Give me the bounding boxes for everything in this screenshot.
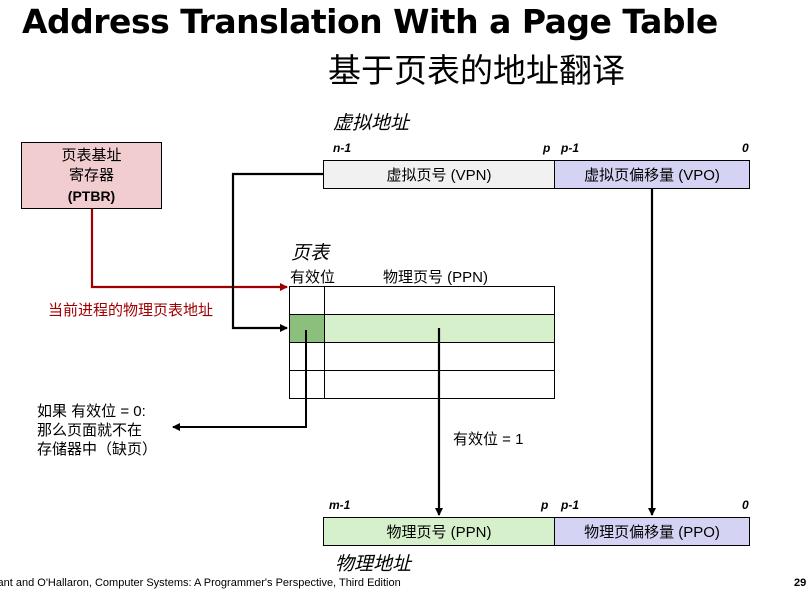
page-table-label: 页表	[291, 242, 330, 264]
ppo-field: 物理页偏移量 (PPO)	[554, 517, 750, 546]
page-fault-line-1: 如果 有效位 = 0:	[37, 403, 146, 420]
pa-bit-p: p	[541, 498, 549, 512]
va-bit-p: p	[543, 141, 551, 155]
va-bit-zero: 0	[742, 141, 749, 155]
title-english: Address Translation With a Page Table	[22, 2, 718, 41]
ptbr-to-table-arrow	[90, 209, 288, 291]
vpo-field: 虚拟页偏移量 (VPO)	[554, 160, 750, 189]
ptbr-line-2: 寄存器	[68, 166, 114, 184]
pa-bit-zero: 0	[742, 498, 749, 512]
ppn-field: 物理页号 (PPN)	[323, 517, 555, 546]
title-chinese: 基于页表的地址翻译	[328, 51, 625, 90]
ptbr-register: 页表基址 寄存器 (PTBR)	[21, 142, 162, 209]
va-bit-high: n-1	[333, 141, 351, 155]
current-process-label: 当前进程的物理页表地址	[48, 302, 214, 319]
page-fault-note: 如果 有效位 = 0: 那么页面就不在 存储器中（缺页）	[37, 402, 157, 459]
page-number: 29	[794, 577, 807, 589]
virtual-address-label: 虚拟地址	[333, 112, 410, 134]
ppn-header: 物理页号 (PPN)	[383, 269, 489, 286]
valid-bit-header: 有效位	[290, 269, 336, 286]
pa-bit-high: m-1	[329, 498, 351, 512]
valid-one-label: 有效位 = 1	[453, 431, 524, 448]
ptbr-line-1: 页表基址	[61, 146, 122, 164]
page-fault-line-2: 那么页面就不在	[37, 422, 143, 439]
va-bit-p-minus-1: p-1	[561, 141, 579, 155]
vpn-to-table-arrow	[231, 172, 323, 332]
valid-zero-arrow	[172, 330, 307, 431]
physical-address-label: 物理地址	[335, 553, 412, 575]
page-fault-line-3: 存储器中（缺页）	[37, 441, 158, 458]
ptbr-line-3: (PTBR)	[67, 187, 116, 204]
pa-bit-p-minus-1: p-1	[561, 498, 579, 512]
footer-citation: yant and O'Hallaron, Computer Systems: A…	[0, 577, 401, 589]
vpn-field: 虚拟页号 (VPN)	[323, 160, 555, 189]
